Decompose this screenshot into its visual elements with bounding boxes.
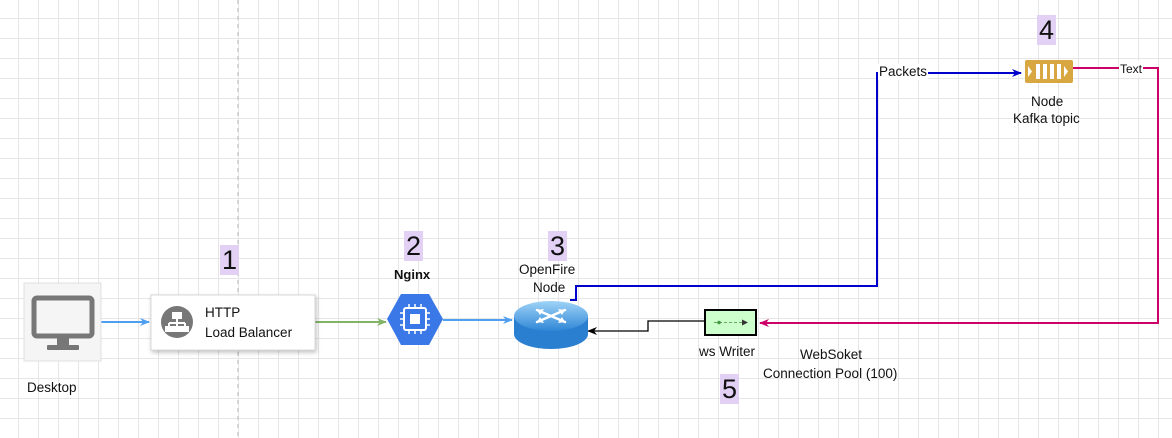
text-edge-label: Text [1119,61,1144,77]
connection-pool-label-line1: WebSoket [800,347,863,362]
edge-router-to-kafka [570,69,1022,301]
router-icon [514,301,588,349]
edge-ws-writer-to-router [587,320,705,335]
desktop-label: Desktop [27,380,77,395]
nginx-icon [387,294,443,345]
desktop-icon [23,282,102,362]
kafka-label-line2: Kafka topic [1013,111,1080,126]
ws-writer-icon [704,309,757,336]
step-3-badge: 3 [548,231,568,261]
step-1-badge: 1 [220,245,240,275]
kafka-topic-icon [1025,60,1073,83]
load-balancer-icon [161,306,193,338]
openfire-label-line2: Node [533,280,566,295]
ws-writer-label: ws Writer [699,344,755,359]
load-balancer-label-line1: HTTP [205,305,241,320]
step-4-badge: 4 [1037,15,1057,45]
connection-pool-label-line2: Connection Pool (100) [763,366,898,381]
load-balancer-label-line2: Load Balancer [205,325,293,340]
step-5-badge: 5 [720,374,740,404]
kafka-label-line1: Node [1031,94,1064,109]
edge-kafka-to-ws-writer [759,67,1159,327]
openfire-label-line1: OpenFire [519,262,576,277]
nginx-label: Nginx [394,267,431,282]
step-2-badge: 2 [404,231,424,261]
packets-edge-label: Packets [878,64,929,80]
